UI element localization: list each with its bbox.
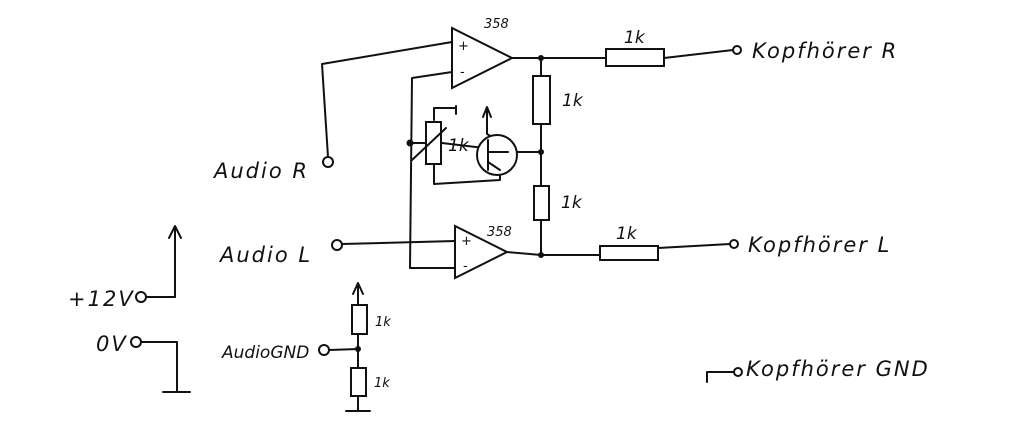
label-kopfhoerer-l: Kopfhörer L — [748, 233, 891, 257]
label-audio-l: Audio L — [218, 243, 312, 267]
resistor-div-bottom-value: 1k — [561, 193, 583, 213]
resistor-gnd-bottom-value: 1k — [374, 376, 390, 391]
resistor-div-top-value: 1k — [562, 91, 584, 111]
junctions — [355, 55, 544, 352]
terminal-kopfhoerer-gnd — [733, 367, 743, 377]
resistor-div-bottom: 1k — [533, 185, 583, 221]
terminal-audio-gnd — [318, 344, 330, 356]
label-0v: 0V — [96, 332, 128, 356]
terminal-kopfhoerer-r — [732, 45, 742, 55]
resistor-out-left-value: 1k — [616, 224, 638, 244]
resistor-out-right-value: 1k — [624, 28, 646, 48]
resistor-pot-value: 1k — [448, 136, 470, 156]
terminal-audio-r — [322, 156, 334, 168]
opamp-top-plus: + — [458, 39, 469, 54]
opamp-top-minus: - — [460, 65, 465, 80]
label-12v: +12V — [68, 287, 135, 311]
resistor-gnd-bottom: 1k — [350, 367, 390, 397]
opamp-bottom: + - 358 — [454, 224, 512, 280]
label-kopfhoerer-gnd: Kopfhörer GND — [746, 357, 930, 381]
label-audio-r: Audio R — [212, 159, 309, 183]
terminal-0v — [130, 336, 142, 348]
resistor-gnd-top-value: 1k — [375, 315, 391, 330]
resistor-out-left: 1k — [599, 224, 659, 261]
opamp-bottom-plus: + — [461, 234, 472, 249]
resistor-out-right: 1k — [605, 28, 665, 67]
wires — [140, 41, 735, 412]
opamp-bottom-minus: - — [463, 259, 468, 274]
terminal-12v — [135, 291, 147, 303]
terminals — [130, 45, 743, 377]
resistor-gnd-top: 1k — [351, 304, 391, 335]
resistor-div-top: 1k — [532, 75, 584, 125]
transistor — [476, 134, 518, 176]
terminal-audio-l — [331, 239, 343, 251]
terminal-kopfhoerer-l — [729, 239, 739, 249]
label-audio-gnd: AudioGND — [221, 343, 309, 363]
labels: Audio R Audio L +12V 0V AudioGND Kopfhör… — [68, 39, 930, 381]
opamp-bottom-part: 358 — [487, 225, 512, 240]
opamp-top-part: 358 — [484, 17, 509, 32]
opamp-top: + - 358 — [451, 17, 515, 90]
label-kopfhoerer-r: Kopfhörer R — [752, 39, 898, 63]
resistor-pot: 1k — [411, 121, 470, 165]
